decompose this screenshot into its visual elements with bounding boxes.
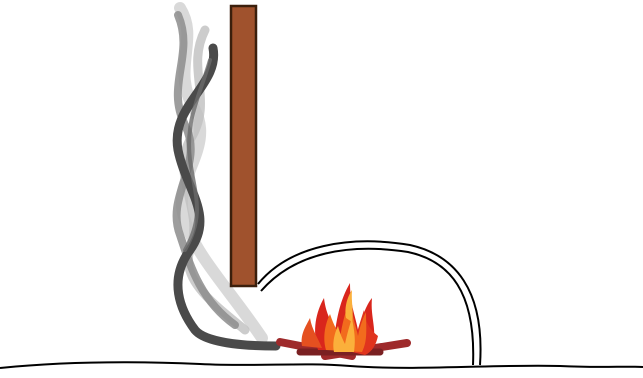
smoke-plume	[177, 8, 276, 346]
chimney-post	[231, 6, 256, 286]
smoke-ribbon-dark	[177, 48, 276, 346]
campfire	[280, 283, 407, 356]
ground-line	[0, 362, 643, 368]
